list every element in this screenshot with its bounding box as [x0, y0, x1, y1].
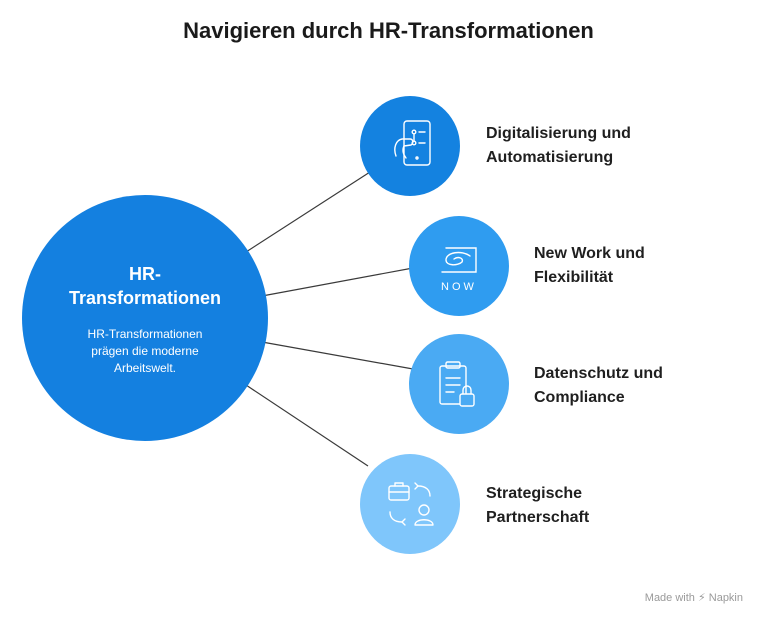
label-strategische: Strategische Partnerschaft: [486, 485, 590, 526]
label-new-work: New Work und Flexibilität: [534, 245, 645, 286]
clipboard-lock-icon: [439, 361, 475, 407]
center-node-title: HR- Transformationen: [68, 264, 222, 308]
center-node-description: HR-Transformationen prägen die moderne A…: [87, 327, 203, 375]
briefcase-exchange-icon: [388, 482, 434, 526]
page-title: Navigieren durch HR-Transformationen: [183, 18, 594, 43]
node-new-work: NOW: [409, 216, 509, 316]
svg-text:NOW: NOW: [441, 281, 477, 293]
center-node-circle: [22, 195, 268, 441]
node-digitalisierung: [360, 96, 460, 196]
now-logo-icon: NOW: [441, 247, 477, 293]
node-strategische: [360, 454, 460, 554]
connector-3: [261, 341, 414, 370]
label-datenschutz: Datenschutz und Compliance: [534, 365, 663, 406]
label-digitalisierung: Digitalisierung und Automatisierung: [486, 125, 631, 166]
connector-2: [261, 267, 414, 297]
made-with-napkin-footer: Made with ⚡ Napkin: [644, 592, 743, 604]
smartphone-touch-icon: [394, 120, 431, 166]
connector-4: [245, 384, 369, 467]
connector-1: [245, 171, 371, 253]
node-datenschutz: [409, 334, 509, 434]
